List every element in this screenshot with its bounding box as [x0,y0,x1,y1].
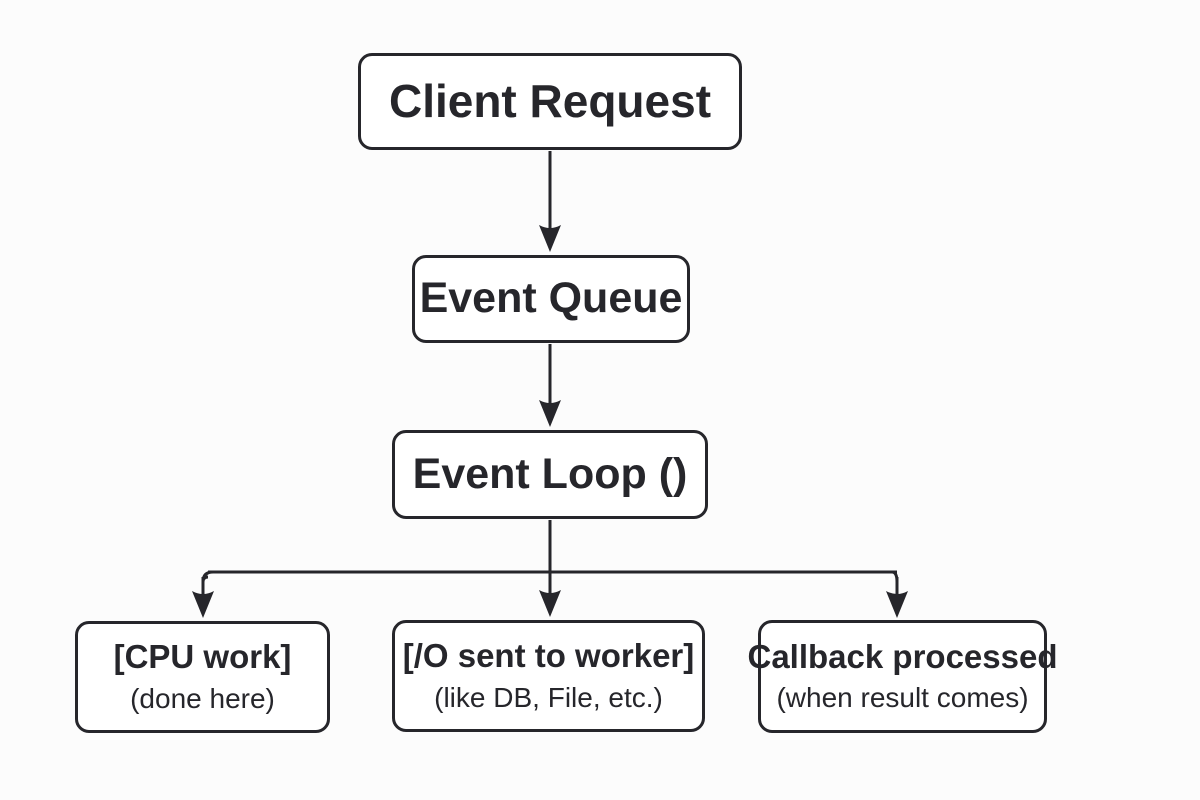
node-label: Event Loop () [412,449,688,498]
arrowhead-icon [886,591,908,618]
node-event-loop: Event Loop () [392,430,708,519]
node-sublabel: (done here) [130,682,275,714]
node-sublabel: (like DB, File, etc.) [434,681,663,713]
arrowhead-icon [539,400,561,427]
node-label: [/O sent to worker] [402,637,695,675]
node-label: Callback processed [747,637,1058,675]
arrowhead-icon [539,590,561,617]
node-cpu-work: [CPU work] (done here) [75,621,330,733]
arrowhead-icon [192,591,214,618]
node-client-request: Client Request [358,53,742,150]
node-label: Event Queue [419,274,683,323]
arrowhead-icon [539,225,561,252]
node-event-queue: Event Queue [412,255,690,343]
node-label: [CPU work] [113,638,292,676]
node-callback: Callback processed (when result comes) [748,620,1058,733]
node-io-worker: [/O sent to worker] (like DB, File, etc.… [392,620,705,732]
node-label: Client Request [388,75,712,128]
node-sublabel: (when result comes) [776,682,1029,714]
